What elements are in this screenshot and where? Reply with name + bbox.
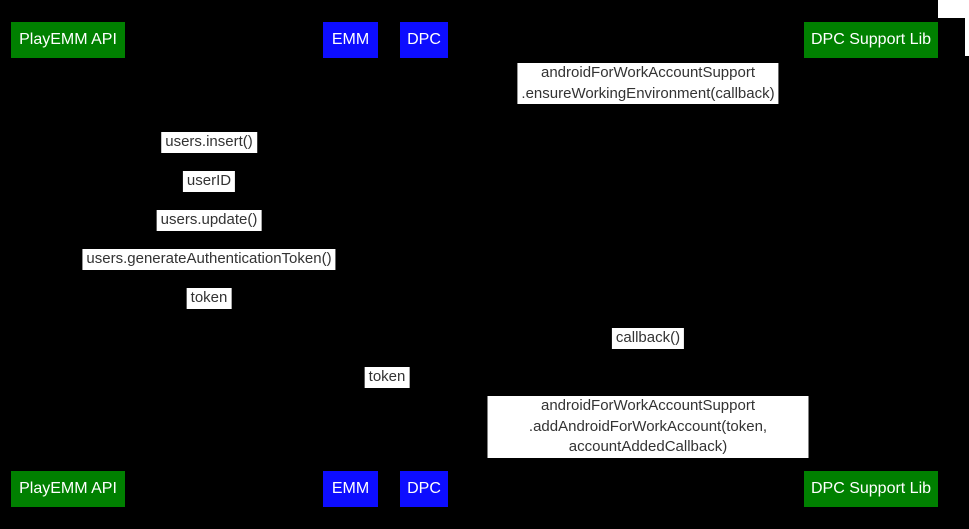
- lifeline-playemm-api: [67, 58, 68, 471]
- message-label-token-to-dpc: token: [364, 367, 410, 388]
- lifeline-emm: [350, 58, 351, 471]
- actor-label: EMM: [331, 31, 370, 48]
- message-label-callback: callback(): [611, 328, 685, 349]
- actor-label: EMM: [331, 480, 370, 497]
- message-arrow: [350, 393, 424, 394]
- lifeline-dpc-support-lib: [870, 58, 871, 471]
- actor-dpc-support-lib-bottom: DPC Support Lib: [804, 471, 938, 507]
- actor-label: PlayEMM API: [19, 31, 117, 48]
- actor-dpc-support-lib-top: DPC Support Lib: [804, 22, 938, 58]
- actor-label: DPC Support Lib: [810, 480, 932, 497]
- actor-label: DPC Support Lib: [810, 31, 932, 48]
- actor-playemm-api-bottom: PlayEMM API: [11, 471, 125, 507]
- message-label-ensure-working-environment: androidForWorkAccountSupport .ensureWork…: [517, 63, 779, 104]
- message-label-users-update: users.update(): [156, 210, 262, 231]
- actor-playemm-api-top: PlayEMM API: [11, 22, 125, 58]
- message-arrow: [424, 110, 871, 111]
- lifeline-dpc: [424, 58, 425, 471]
- message-label-token-to-emm: token: [186, 288, 232, 309]
- message-arrow: [68, 314, 350, 315]
- message-label-generate-authentication-token: users.generateAuthenticationToken(): [82, 249, 336, 270]
- message-label-add-android-for-work-account: androidForWorkAccountSupport .addAndroid…: [487, 396, 809, 458]
- actor-dpc-bottom: DPC: [400, 471, 448, 507]
- scrollbar-corner[interactable]: [938, 0, 969, 18]
- message-arrow: [424, 355, 871, 356]
- actor-label: PlayEMM API: [19, 480, 117, 497]
- actor-label: DPC: [407, 480, 441, 497]
- actor-emm-bottom: EMM: [323, 471, 378, 507]
- message-label-userid: userID: [182, 171, 236, 192]
- actor-dpc-top: DPC: [400, 22, 448, 58]
- message-arrow: [68, 236, 350, 237]
- message-label-users-insert: users.insert(): [161, 132, 257, 153]
- scrollbar-thumb[interactable]: [965, 18, 969, 56]
- message-arrow: [68, 275, 350, 276]
- message-arrow: [68, 197, 350, 198]
- actor-emm-top: EMM: [323, 22, 378, 58]
- message-arrow: [68, 158, 350, 159]
- actor-label: DPC: [407, 31, 441, 48]
